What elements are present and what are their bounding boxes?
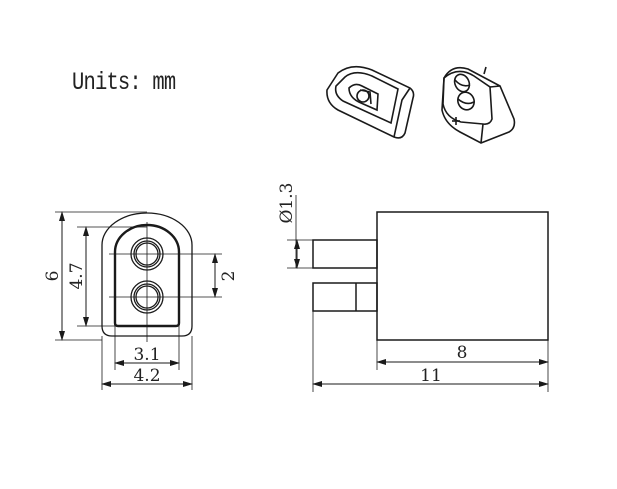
isometric-front-view [326,65,415,139]
dim-outer-height: 6 [43,271,63,282]
side-view-dimension-labels: Ø1.3 8 11 [277,183,467,386]
side-view [287,195,549,392]
dim-total-length: 11 [420,366,442,386]
isometric-back-view [441,66,516,144]
dim-body-length: 8 [457,343,468,363]
front-view [55,211,222,390]
dim-inner-width: 3.1 [133,345,160,365]
dim-pin-pitch: 2 [219,271,239,282]
units-label: Units: mm [72,68,176,97]
dim-inner-height: 4.7 [67,262,87,289]
front-view-dimension-labels: 6 4.7 2 3.1 4.2 [43,262,239,386]
dim-pin-diameter: Ø1.3 [277,183,297,224]
dim-outer-width: 4.2 [133,366,160,386]
